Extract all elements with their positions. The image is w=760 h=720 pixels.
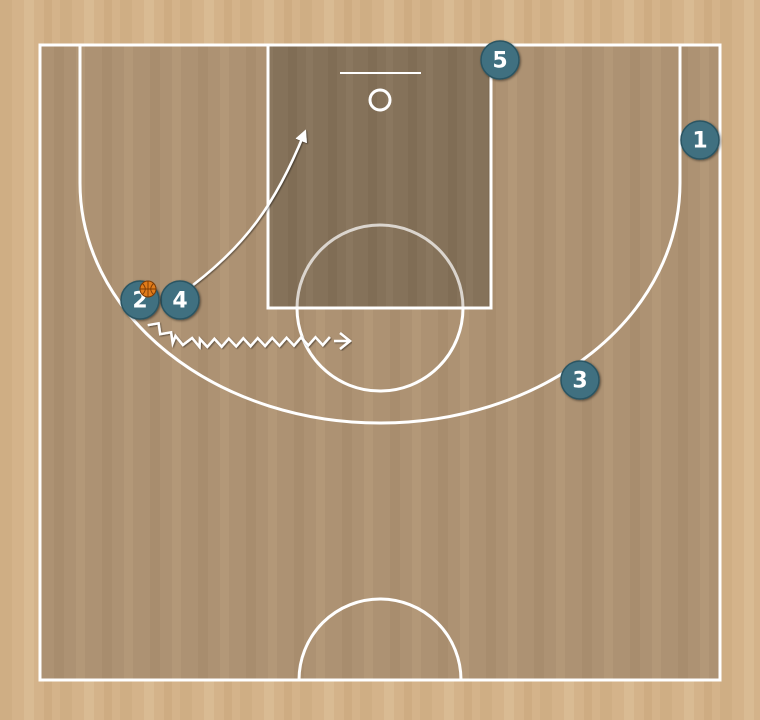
center-circle — [297, 597, 463, 681]
basketball-icon — [139, 280, 157, 298]
key-lines — [266, 43, 493, 310]
player-number: 3 — [572, 369, 587, 394]
player-marker — [560, 360, 600, 400]
player-3: 3 — [560, 360, 600, 400]
rim — [368, 88, 392, 112]
player-marker — [160, 280, 200, 320]
paint-area — [268, 45, 491, 308]
player-4: 4 — [160, 280, 200, 320]
cut-line-player-4 — [192, 129, 307, 286]
player-number: 5 — [492, 49, 507, 74]
play-actions — [147, 129, 353, 351]
player-number: 1 — [692, 129, 707, 154]
dribble-line-player-2 — [147, 321, 331, 351]
three-point-line — [78, 45, 682, 425]
player-number: 4 — [172, 289, 187, 314]
free-throw-circle-top — [295, 223, 465, 309]
player-5: 5 — [480, 40, 520, 80]
player-1: 1 — [680, 120, 720, 160]
free-throw-circle — [295, 307, 465, 393]
player-marker — [480, 40, 520, 80]
court-lines — [38, 43, 722, 682]
player-marker — [680, 120, 720, 160]
dribble-arrow-head — [334, 332, 353, 350]
